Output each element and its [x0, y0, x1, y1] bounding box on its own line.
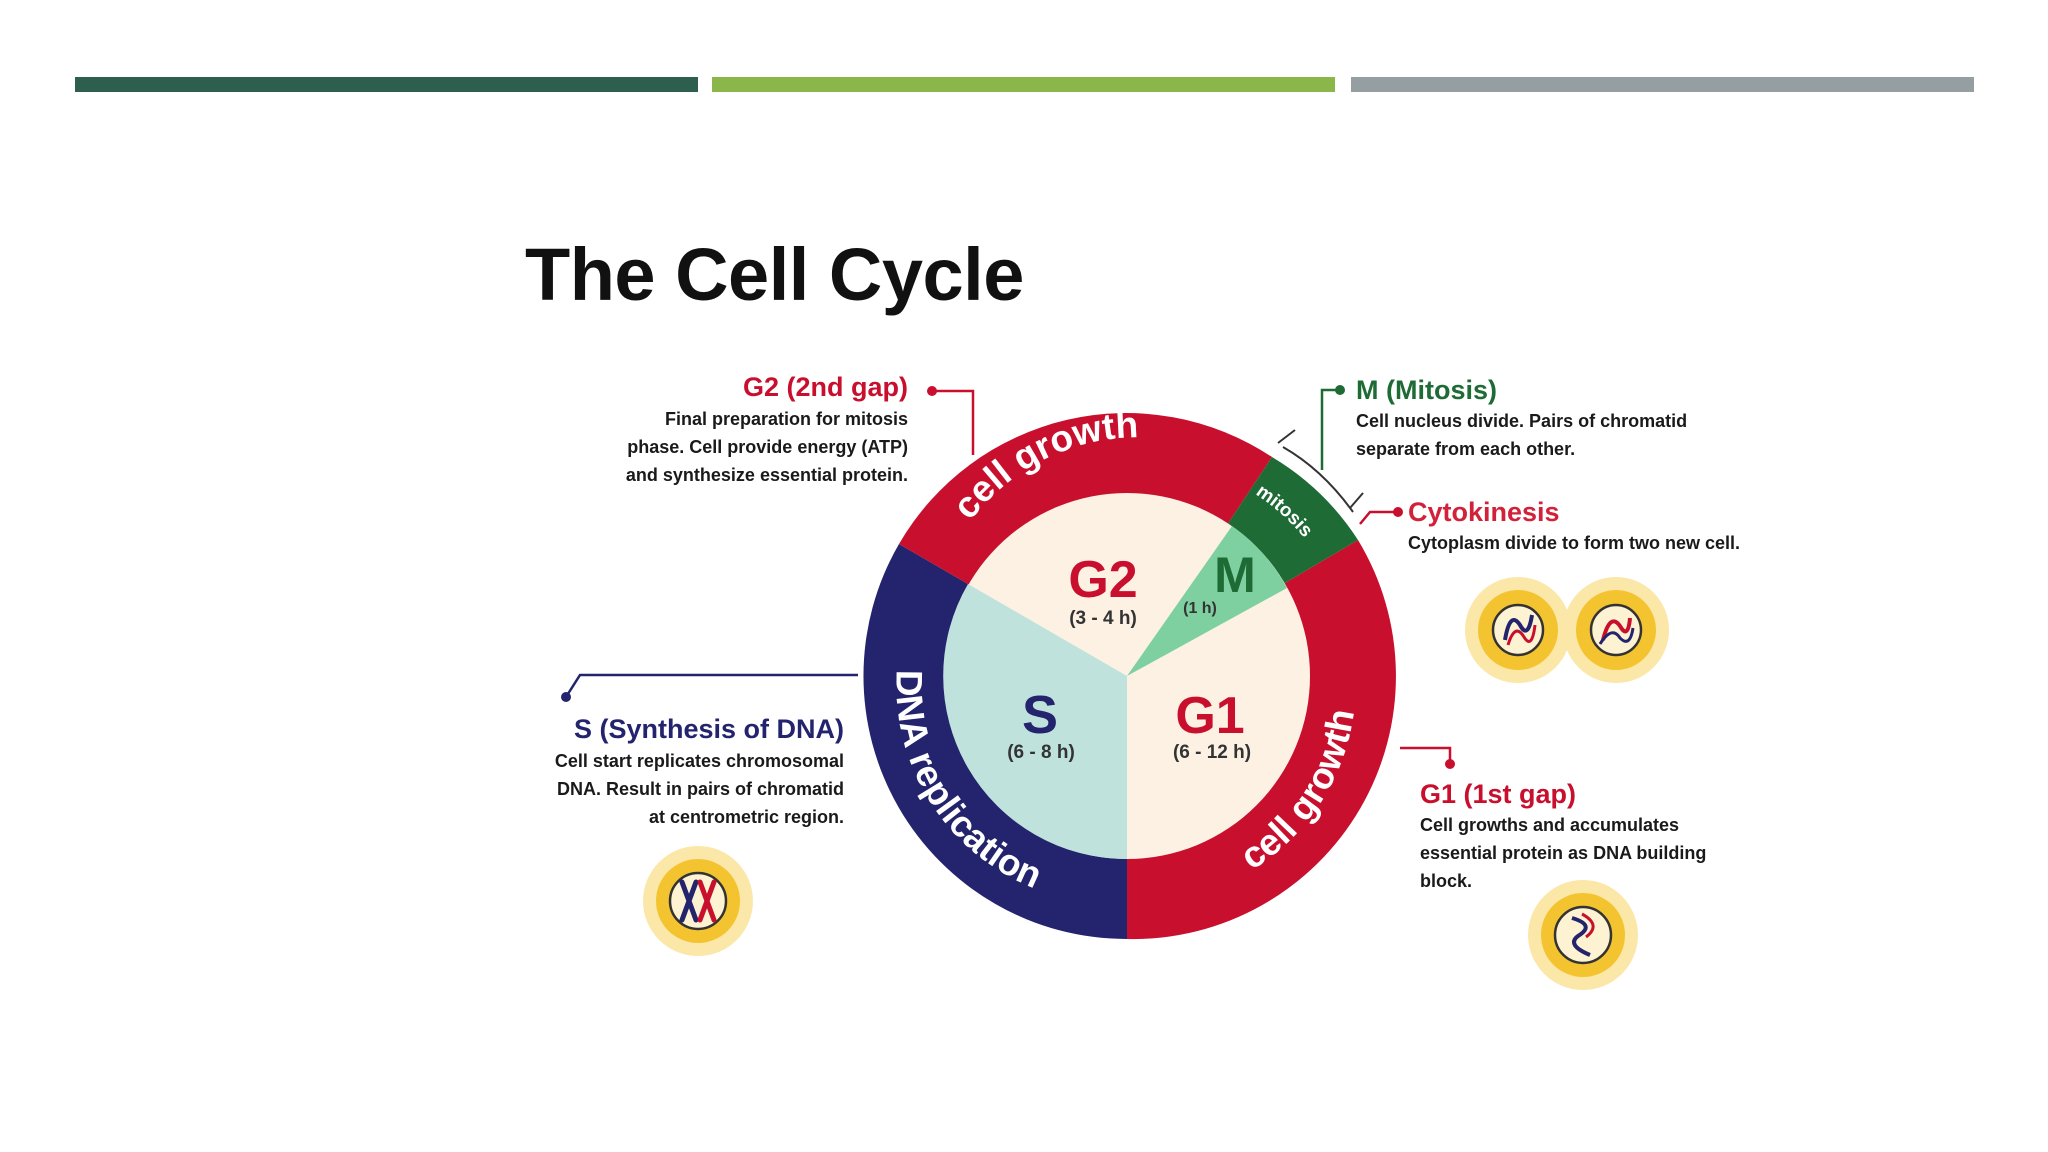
- callout-line: block.: [1420, 871, 1473, 891]
- inner-disc: [943, 493, 1310, 860]
- callout-line: Final preparation for mitosis: [664, 409, 908, 429]
- callout-desc-m: Cell nucleus divide. Pairs of chromatid …: [1356, 407, 1687, 463]
- callout-desc-g2: Final preparation for mitosis phase. Cel…: [626, 405, 908, 489]
- callout-line: separate from each other.: [1356, 439, 1576, 459]
- phase-time-g1: (6 - 12 h): [1173, 742, 1251, 763]
- callout-heading-s: S (Synthesis of DNA): [573, 714, 844, 744]
- phase-wedge-m: [1127, 526, 1287, 676]
- phase-label-m: M: [1214, 547, 1256, 603]
- phase-wedge-s: [943, 584, 1127, 860]
- callout-line: and synthesize essential protein.: [625, 465, 908, 485]
- callout-desc-cytokinesis: Cytoplasm divide to form two new cell.: [1408, 529, 1740, 557]
- callout-heading-m: M (Mitosis): [1356, 375, 1497, 405]
- leader-g2: [932, 389, 975, 455]
- callout-line: at centrometric region.: [648, 807, 844, 827]
- callout-line: Cell growths and accumulates: [1420, 815, 1680, 835]
- callout-line: Cytoplasm divide to form two new cell.: [1408, 533, 1741, 553]
- phase-time-g2: (3 - 4 h): [1069, 608, 1137, 629]
- dividing-cell-icon: [1465, 577, 1669, 683]
- callout-line: Cell nucleus divide. Pairs of chromatid: [1356, 411, 1688, 431]
- callout-heading-cytokinesis: Cytokinesis: [1408, 497, 1560, 527]
- phase-label-s: S: [1022, 685, 1058, 745]
- leader-g1: [1400, 746, 1452, 762]
- mitosis-bracket: [1282, 446, 1354, 513]
- leader-cytokinesis: [1359, 510, 1398, 525]
- chromosome-pair-icon: [643, 846, 753, 956]
- callout-heading-g1: G1 (1st gap): [1420, 779, 1577, 809]
- callout-heading-g2: G2 (2nd gap): [742, 372, 908, 402]
- callout-line: phase. Cell provide energy (ATP): [627, 437, 908, 457]
- diagram-title: The Cell Cycle: [525, 233, 1024, 316]
- single-chromosome-icon: [1528, 880, 1638, 990]
- callout-line: Cell start replicates chromosomal: [554, 751, 844, 771]
- phase-label-g1: G1: [1175, 687, 1244, 745]
- header-bar-dark-green: [75, 77, 698, 92]
- callout-desc-s: Cell start replicates chromosomal DNA. R…: [555, 747, 844, 831]
- leader-s: [564, 673, 858, 698]
- callout-line: DNA. Result in pairs of chromatid: [556, 779, 844, 799]
- callout-line: essential protein as DNA building: [1420, 843, 1707, 863]
- leader-m: [1320, 388, 1340, 470]
- phase-time-m: (1 h): [1183, 600, 1217, 617]
- callout-desc-g1: Cell growths and accumulates essential p…: [1420, 811, 1706, 895]
- header-bar-gray: [1351, 77, 1974, 92]
- phase-label-g2: G2: [1068, 551, 1137, 609]
- phase-time-s: (6 - 8 h): [1007, 742, 1075, 763]
- leader-lines: [561, 385, 1455, 769]
- header-bar-light-green: [712, 77, 1335, 92]
